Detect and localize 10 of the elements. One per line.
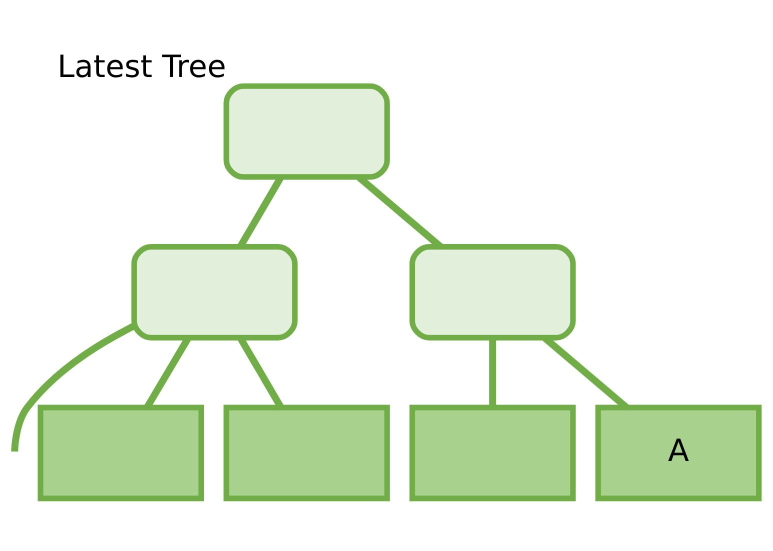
node-box: A (595, 404, 762, 502)
node-box (38, 404, 204, 502)
node-box (409, 244, 576, 340)
node-box (224, 404, 390, 502)
node-label: Latest Tree (57, 49, 226, 86)
connector (11, 322, 136, 452)
connector (489, 338, 496, 408)
node-box (409, 404, 576, 502)
node-box (224, 83, 390, 180)
node-box (131, 244, 298, 340)
